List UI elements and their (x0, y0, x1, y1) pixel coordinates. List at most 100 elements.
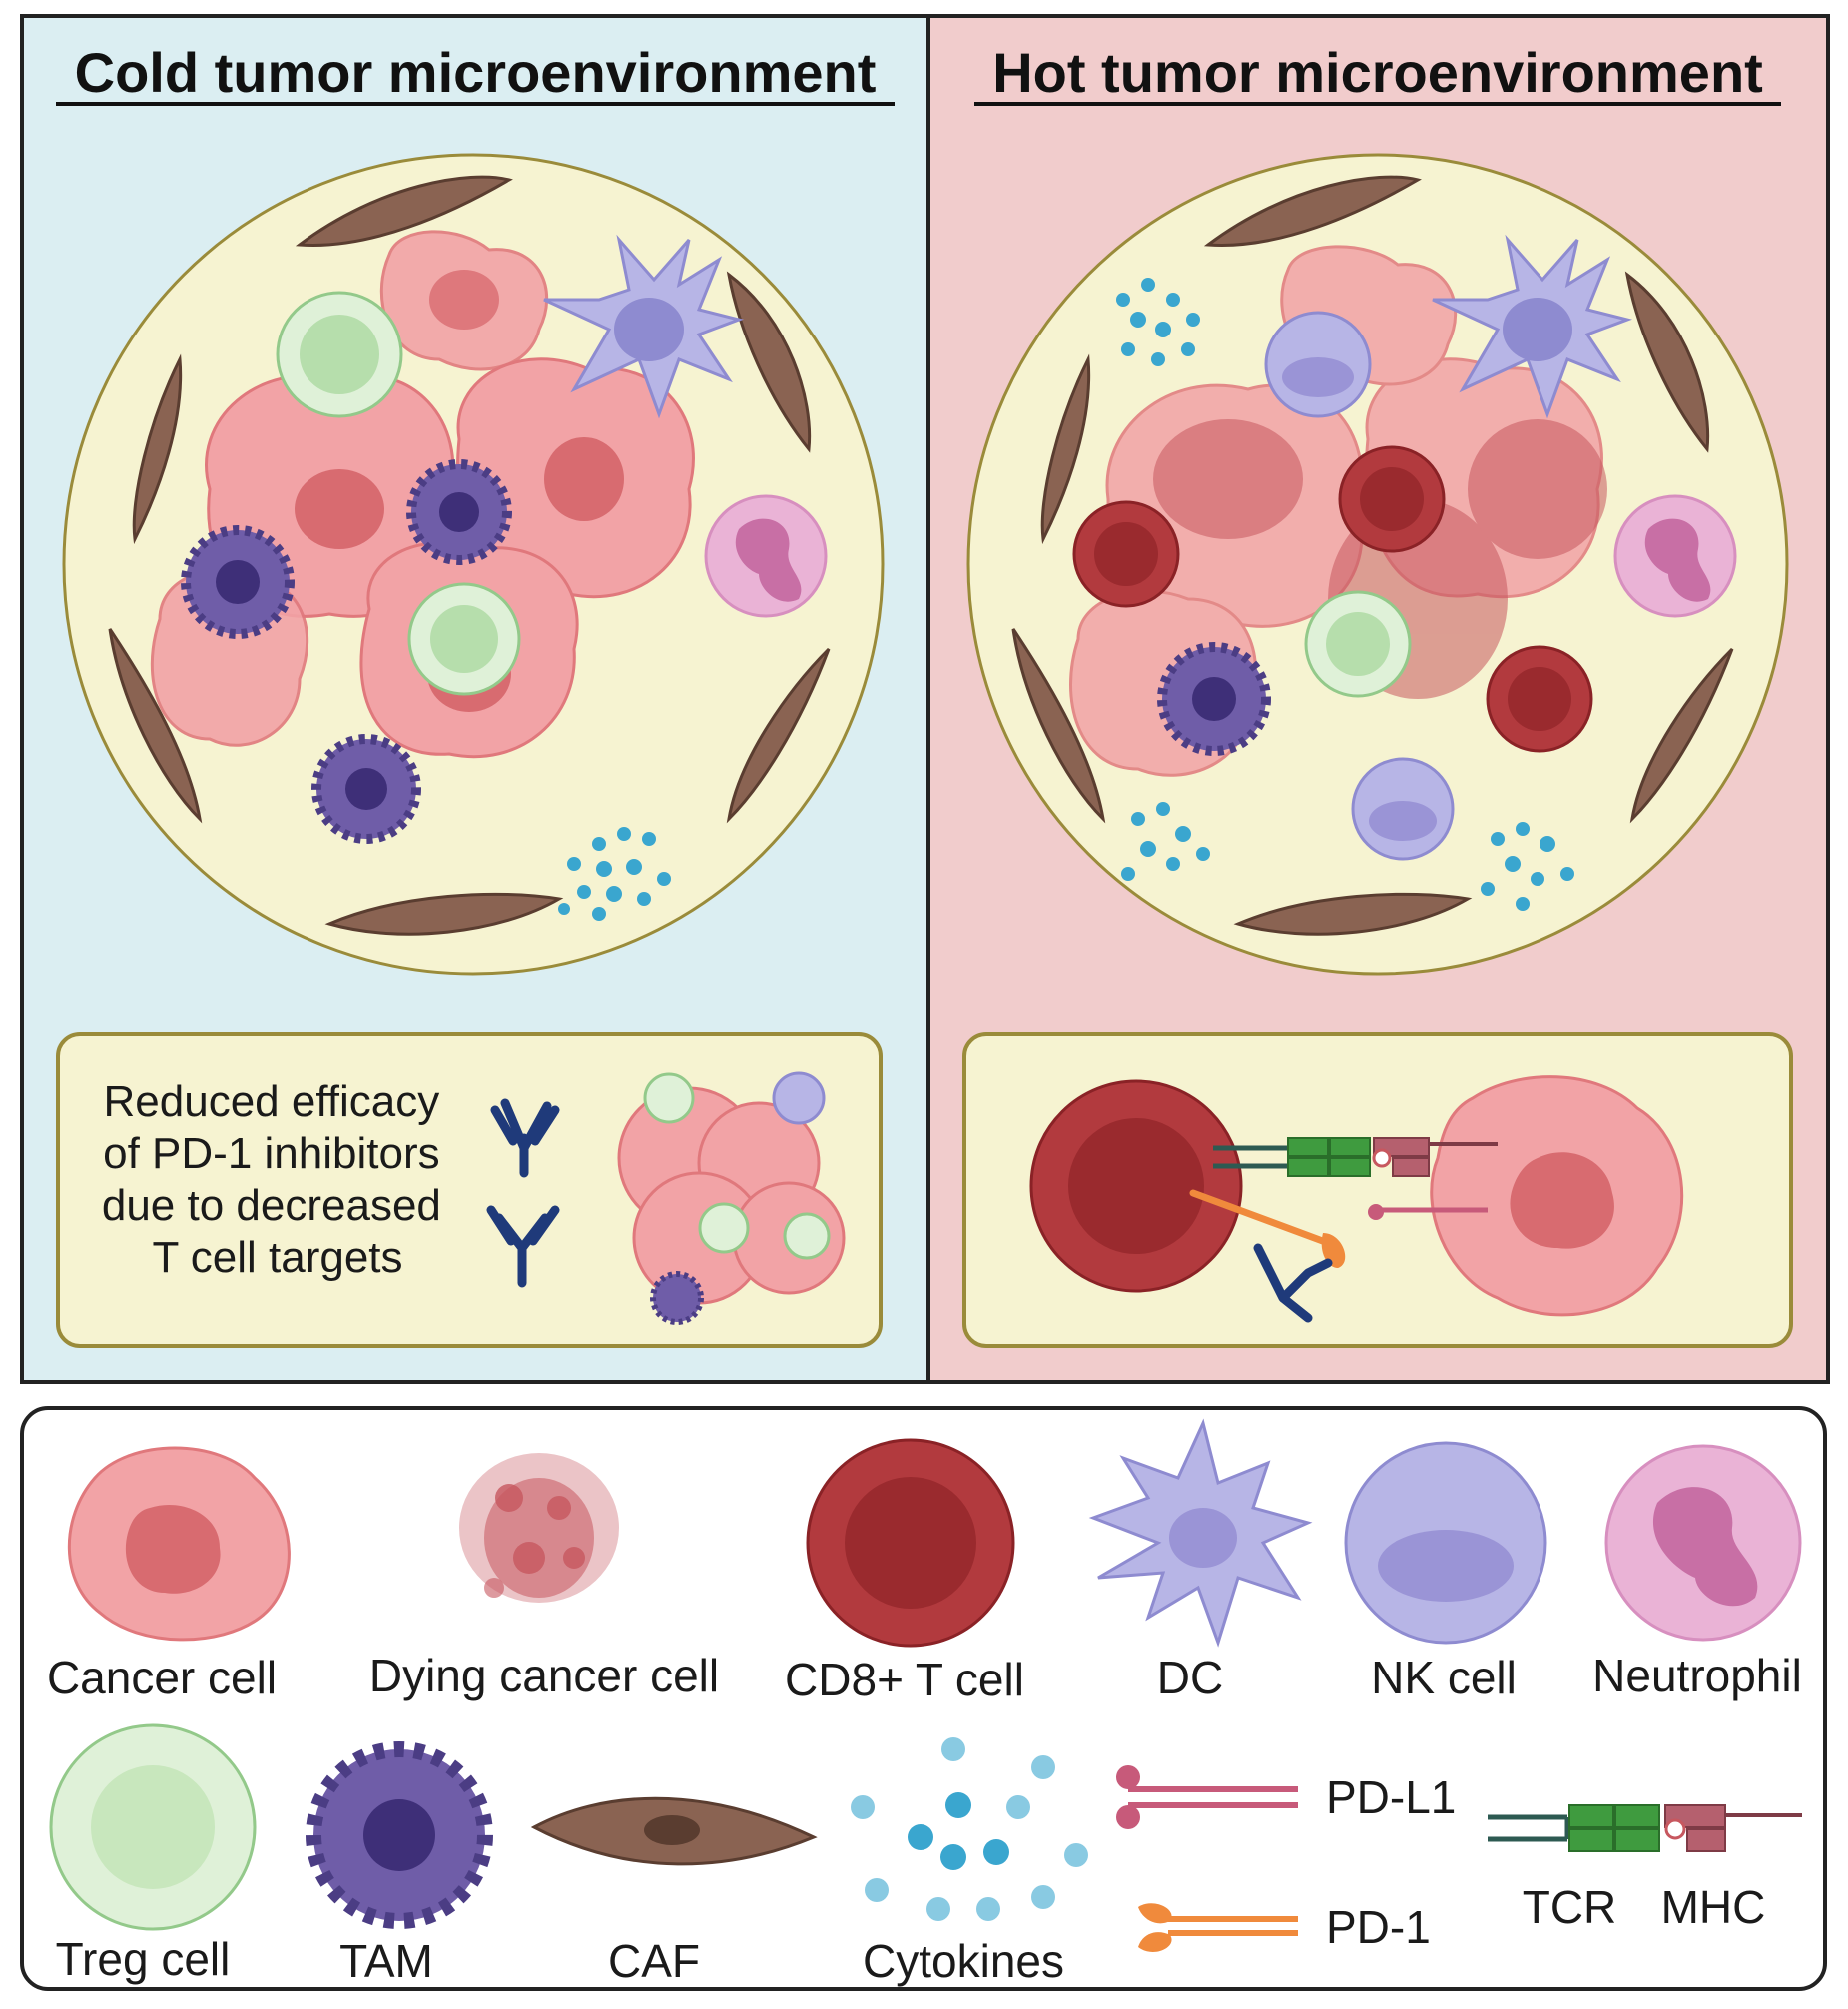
legend-label-dc: DC (1157, 1652, 1223, 1703)
debris (513, 1542, 545, 1574)
treg-nucleus (300, 315, 379, 394)
caf-icon (1040, 353, 1091, 545)
pdl1-head (1368, 1204, 1384, 1220)
hot-caf-group (1011, 175, 1734, 936)
legend-label-treg-cell: Treg cell (56, 1933, 231, 1985)
nk-nucleus (1282, 357, 1354, 397)
legend-label-nk-cell: NK cell (1371, 1652, 1517, 1703)
legend-tcr-mhc-icon (1488, 1804, 1802, 1852)
cytokine-dot (1196, 847, 1210, 861)
caf-icon (1011, 628, 1106, 824)
cold-treg-group (276, 291, 521, 696)
antibody-icon (1253, 1243, 1333, 1323)
hot-panel: Hot tumor microenvironment (926, 14, 1830, 1384)
cytokine-dot (926, 1897, 950, 1921)
cold-caf-group (108, 175, 831, 936)
cd8-nucleus (1094, 522, 1158, 586)
cytokine-dot (1116, 293, 1130, 307)
cytokine-dot (592, 837, 606, 851)
hot-panel-title: Hot tumor microenvironment (992, 41, 1763, 104)
dying-cancer-cell-icon (459, 1453, 619, 1603)
cold-panel: Cold tumor microenvironment (20, 14, 930, 1384)
cd8-nucleus (1508, 667, 1571, 731)
cytokine-dot (945, 1792, 971, 1818)
debris (563, 1547, 585, 1569)
caf-icon (324, 892, 564, 936)
tam-nucleus (345, 768, 387, 810)
cytokine-dot (1121, 867, 1135, 881)
neutrophil-nucleus (1644, 518, 1711, 602)
neutrophil-nucleus (1652, 1487, 1758, 1607)
cytokine-dot (1064, 1843, 1088, 1867)
caf-nucleus (644, 1815, 700, 1845)
legend: Cancer cell Dying cancer cell CD8+ T cel… (20, 1406, 1827, 1991)
cytokine-dot (626, 859, 642, 875)
caf-icon (108, 628, 203, 824)
mhc-icon (1686, 1828, 1726, 1852)
tcr-mhc-complex (1213, 1137, 1498, 1177)
treg-nucleus (1326, 612, 1390, 676)
dc-icon (772, 1071, 826, 1125)
debris (484, 1578, 504, 1598)
cytokine-dot (1031, 1885, 1055, 1909)
treg-cell-icon (643, 1072, 695, 1124)
cytokine-dot (1531, 872, 1544, 886)
cytokine-dot (1141, 278, 1155, 292)
cytokine-dot (1151, 352, 1165, 366)
legend-label-caf: CAF (608, 1935, 700, 1987)
cold-mini-tumor (617, 1071, 846, 1325)
cold-neutrophil (704, 494, 828, 618)
cancer-nucleus (125, 1504, 221, 1594)
cytokine-dot (983, 1839, 1009, 1865)
cytokine-dot (567, 857, 581, 871)
treg-cell-icon (698, 1202, 750, 1254)
legend-label-tcr: TCR (1523, 1881, 1617, 1933)
cytokine-dot (940, 1844, 966, 1870)
nk-nucleus (1369, 801, 1437, 841)
legend-label-tam: TAM (339, 1935, 433, 1987)
dc-nucleus (1169, 1508, 1237, 1568)
caf-icon (726, 647, 831, 824)
antibody-icon (486, 1205, 560, 1288)
caf-icon (1629, 647, 1734, 824)
cytokine-dot (1166, 293, 1180, 307)
cytokine-dot (1181, 342, 1195, 356)
cytokine-dot (1155, 322, 1171, 337)
cytokine-dot (657, 872, 671, 886)
cold-antibody-group (486, 1098, 560, 1288)
cancer-nucleus (1510, 1152, 1614, 1249)
nk-nucleus (1378, 1530, 1514, 1602)
caf-icon (132, 353, 183, 545)
cytokine-dot (1031, 1755, 1055, 1779)
cold-note-text: Reduced efficacy of PD-1 inhibitors due … (102, 1077, 453, 1282)
hot-nk-group (1264, 311, 1455, 861)
tam-nucleus (439, 492, 479, 532)
peptide-icon (1372, 1148, 1392, 1168)
cytokine-dot (1516, 897, 1530, 911)
treg-nucleus (430, 605, 498, 673)
cytokine-dot (606, 886, 622, 902)
pdl1-head (1116, 1805, 1140, 1829)
hot-cytokines (1116, 278, 1574, 911)
cytokine-dot (908, 1824, 933, 1850)
cytokine-dot (558, 903, 570, 915)
cytokine-dot (1156, 802, 1170, 816)
tcr-icon (1329, 1157, 1371, 1177)
cancer-nucleus (295, 469, 384, 549)
caf-icon (295, 175, 513, 247)
dc-nucleus (614, 298, 684, 361)
debris (495, 1484, 523, 1512)
hot-cd8-group (1072, 445, 1593, 753)
caf-icon (726, 271, 812, 453)
tcr-icon (1287, 1157, 1329, 1177)
tcr-icon (1568, 1804, 1614, 1828)
caf-icon (1233, 892, 1473, 936)
legend-label-cytokines: Cytokines (863, 1935, 1064, 1987)
cytokine-dot (1505, 856, 1521, 872)
cd8-nucleus (1360, 467, 1424, 531)
caf-icon (1624, 271, 1710, 453)
cytokines-icon (851, 1737, 1088, 1921)
treg-nucleus (91, 1765, 215, 1889)
tam-icon (650, 1271, 704, 1325)
cytokine-dot (637, 892, 651, 906)
